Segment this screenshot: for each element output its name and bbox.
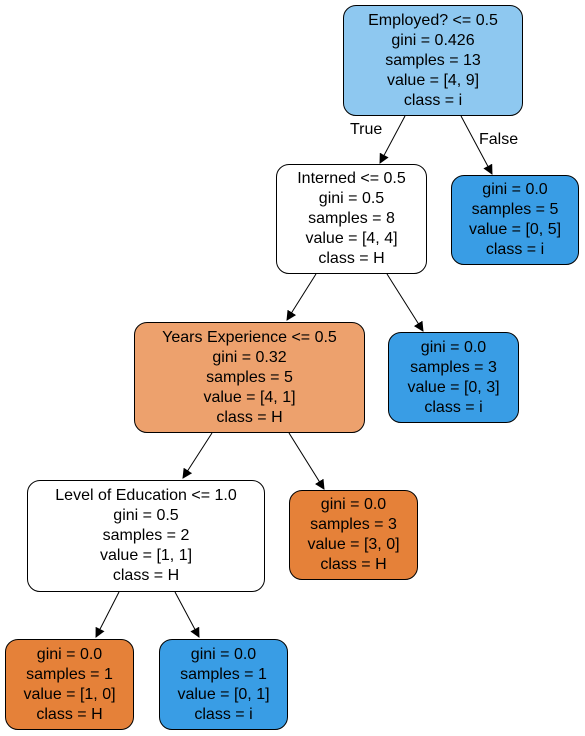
node-samples: samples = 13 [385,51,481,69]
tree-leaf-interned: gini = 0.0 samples = 3 value = [0, 3] cl… [388,332,519,423]
node-samples: samples = 5 [206,368,293,386]
node-split: Level of Education <= 1.0 [55,487,237,504]
node-value: value = [0, 3] [407,378,500,396]
edge-n5-n8 [174,591,200,638]
edge-n3-n6 [288,432,325,490]
tree-leaf-education-right: gini = 0.0 samples = 1 value = [0, 1] cl… [159,639,288,730]
edge-n1-n3 [286,273,317,321]
node-value: value = [0, 1] [177,685,270,703]
tree-leaf-employed: gini = 0.0 samples = 5 value = [0, 5] cl… [451,175,579,265]
node-class: class = H [320,556,387,573]
node-samples: samples = 3 [310,516,397,533]
node-class: class = H [216,408,283,426]
node-samples: samples = 8 [308,210,395,227]
tree-leaf-years-experience: gini = 0.0 samples = 3 value = [3, 0] cl… [289,490,418,580]
node-class: class = i [485,241,545,258]
node-samples: samples = 3 [410,358,497,376]
node-gini: gini = 0.32 [212,348,287,366]
node-value: value = [3, 0] [307,536,400,553]
edge-label-true: True [350,121,383,138]
tree-node-level-of-education: Level of Education <= 1.0 gini = 0.5 sam… [27,480,265,592]
tree-node-interned: Interned <= 0.5 gini = 0.5 samples = 8 v… [276,164,427,274]
node-split: Employed? <= 0.5 [368,11,498,29]
node-gini: gini = 0.426 [391,31,475,49]
node-value: value = [4, 9] [386,71,480,89]
node-gini: gini = 0.0 [420,338,487,356]
edge-n1-n4 [386,273,424,332]
node-split: Years Experience <= 0.5 [162,328,337,346]
node-class: class = H [318,250,385,267]
node-class: class = i [403,91,463,109]
edge-label-false: False [479,131,519,148]
node-split: Interned <= 0.5 [297,170,406,187]
tree-node-root: Employed? <= 0.5 gini = 0.426 samples = … [343,5,523,116]
node-class: class = i [424,398,483,416]
node-class: class = H [36,705,103,723]
node-value: value = [4, 4] [305,230,398,247]
node-samples: samples = 2 [102,527,190,544]
node-samples: samples = 1 [180,665,267,683]
tree-leaf-education-left: gini = 0.0 samples = 1 value = [1, 0] cl… [5,639,134,730]
node-class: class = i [194,705,253,723]
node-samples: samples = 1 [26,665,113,683]
edge-n5-n7 [95,591,120,638]
edge-n3-n5 [182,432,213,479]
edge-n0-n2 [460,115,493,175]
node-gini: gini = 0.0 [190,645,257,663]
node-value: value = [0, 5] [468,221,562,238]
node-gini: gini = 0.5 [318,190,385,207]
edge-n0-n1 [379,115,406,164]
node-class: class = H [112,567,180,584]
node-value: value = [1, 0] [23,685,116,703]
node-value: value = [1, 1] [99,547,193,564]
node-gini: gini = 0.0 [482,181,548,198]
node-value: value = [4, 1] [203,388,296,406]
node-samples: samples = 5 [471,201,559,218]
node-gini: gini = 0.0 [320,496,387,513]
node-gini: gini = 0.0 [36,645,103,663]
tree-node-years-experience: Years Experience <= 0.5 gini = 0.32 samp… [134,322,365,433]
node-gini: gini = 0.5 [113,507,179,524]
